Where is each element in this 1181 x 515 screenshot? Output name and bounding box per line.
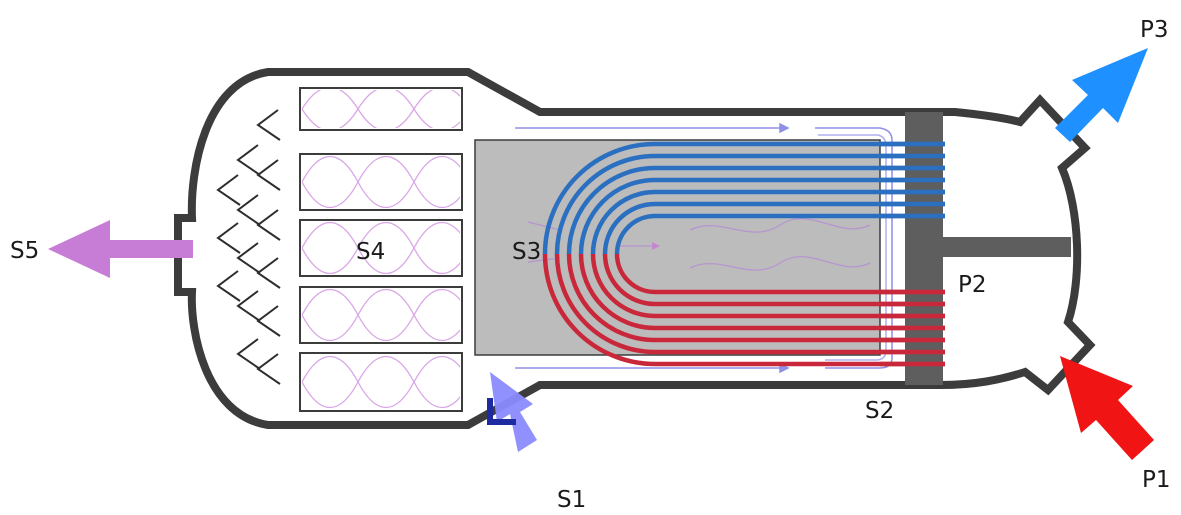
- steam-flow-wisps: [527, 218, 871, 271]
- primary-inlet-arrow: [1060, 356, 1154, 460]
- primary-outlet-arrow: [1055, 48, 1148, 142]
- label-s3: S3: [512, 239, 541, 265]
- label-s2: S2: [865, 398, 894, 424]
- tube-bundle-housing: [474, 139, 881, 356]
- steam-outlet-arrow: [48, 220, 193, 278]
- label-s5: S5: [10, 238, 39, 264]
- u-tubes-hot-legs: [542, 253, 945, 367]
- label-s4: S4: [356, 239, 385, 265]
- u-tubes-cold-legs: [542, 141, 945, 255]
- feedwater-inlet-arrow: [487, 372, 537, 452]
- moisture-separators: [299, 87, 463, 412]
- label-p1: P1: [1142, 467, 1171, 493]
- label-p3: P3: [1140, 17, 1169, 43]
- tube-sheet-penetrations: [880, 141, 945, 367]
- label-s1: S1: [557, 487, 586, 513]
- label-p2: P2: [958, 272, 987, 298]
- chevron-dryer: [216, 109, 281, 385]
- downcomer-flow-lines: [515, 122, 893, 374]
